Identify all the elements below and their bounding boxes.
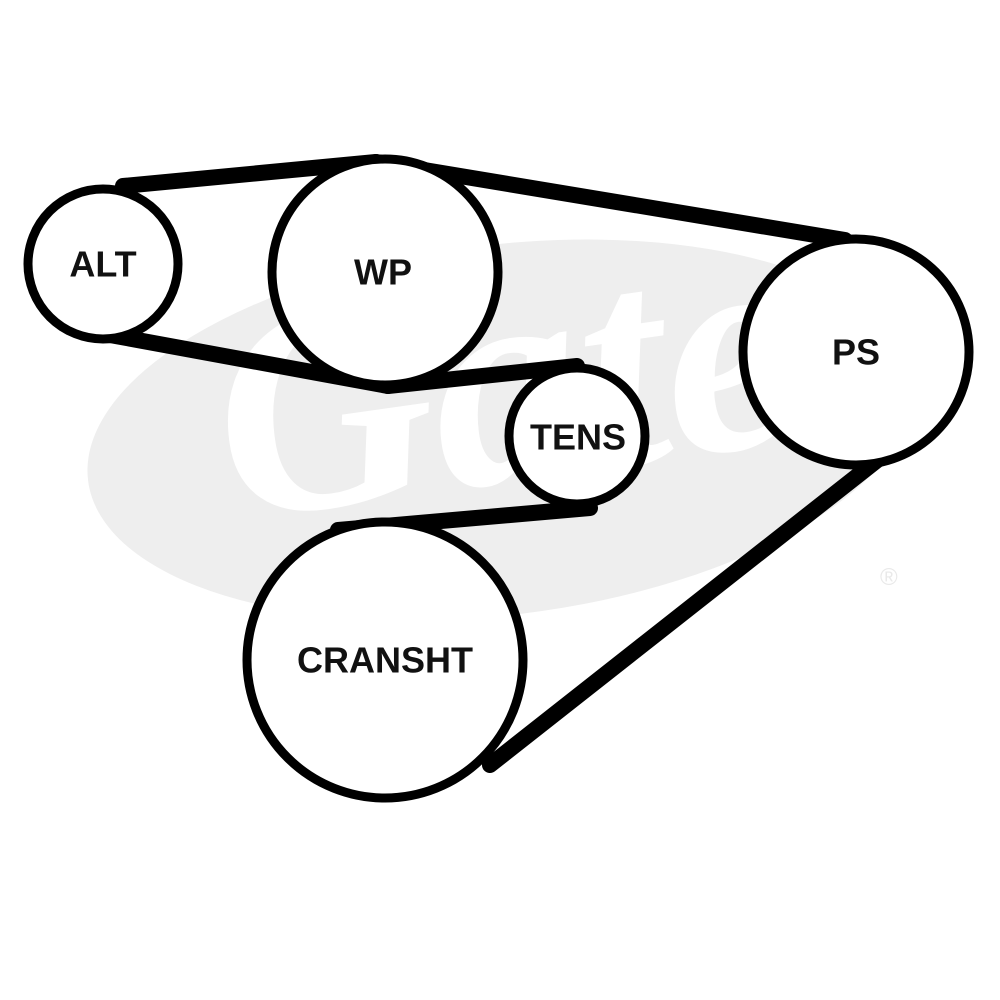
pulley-wp-circle <box>267 154 503 390</box>
pulley-crankshaft-circle <box>242 517 528 803</box>
pulley-alt-circle <box>23 184 183 344</box>
pulley-tens: TENS <box>504 363 650 509</box>
pulley-wp: WP <box>267 154 503 390</box>
belt-segment-wp-ps-top <box>368 154 853 248</box>
pulley-ps-circle <box>738 234 974 470</box>
pulley-crankshaft: CRANSHT <box>242 517 528 803</box>
belt-segment-alt-wp-top <box>115 154 384 194</box>
pulley-alt-label: ALT <box>69 244 136 285</box>
watermark-registered-mark: ® <box>880 564 898 591</box>
pulley-tens-label: TENS <box>530 417 626 458</box>
pulley-alt: ALT <box>23 184 183 344</box>
pulley-ps-label: PS <box>832 332 880 373</box>
pulley-crankshaft-label: CRANSHT <box>297 640 473 681</box>
pulley-ps: PS <box>738 234 974 470</box>
pulley-wp-label: WP <box>354 252 412 293</box>
pulley-tens-circle <box>504 363 650 509</box>
belt-segment-ps-crankshaft <box>482 450 888 773</box>
